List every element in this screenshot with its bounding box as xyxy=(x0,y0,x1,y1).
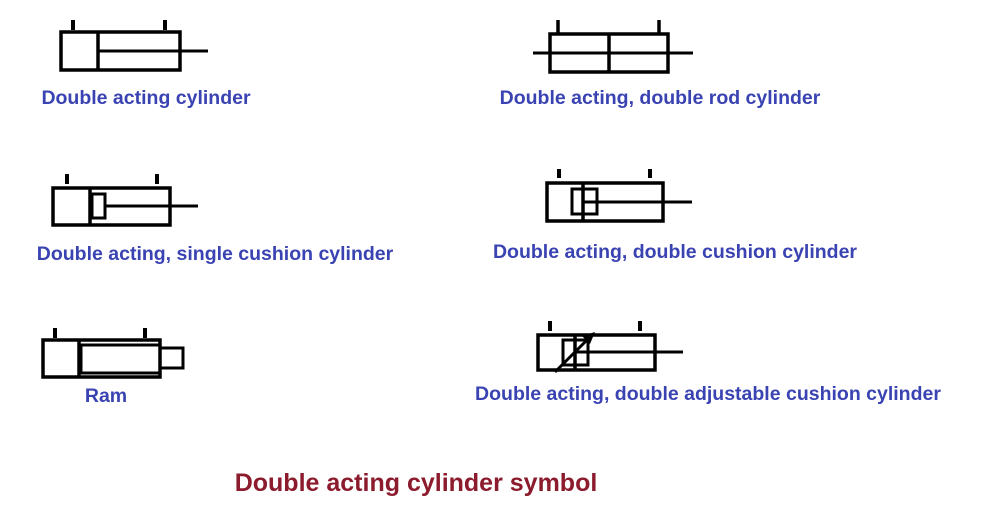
adjustability-arrow-line xyxy=(553,333,594,374)
double-acting-double-adjustable-cushion-cylinder-symbol xyxy=(536,321,683,374)
figure-label-single-cushion-cylinder: Double acting, single cushion cylinder xyxy=(36,243,394,265)
ram-plunger xyxy=(79,343,162,375)
figure-label-double-rod-cylinder: Double acting, double rod cylinder xyxy=(499,87,821,109)
figure-label-ram: Ram xyxy=(84,385,128,407)
figure-label-double-cushion-cylinder: Double acting, double cushion cylinder xyxy=(492,241,858,263)
ram-symbol xyxy=(41,328,185,379)
double-acting-single-cushion-cylinder-symbol xyxy=(51,174,198,227)
ram-rod-end xyxy=(158,346,185,370)
figure-label-adjustable-cushion-cylinder: Double acting, double adjustable cushion… xyxy=(475,383,941,405)
double-acting-double-rod-cylinder-symbol xyxy=(533,20,693,74)
double-acting-cylinder-symbol xyxy=(59,20,208,72)
diagram-title: Double acting cylinder symbol xyxy=(234,469,598,497)
double-acting-double-cushion-cylinder-symbol xyxy=(545,169,692,223)
cushion-box xyxy=(90,192,107,220)
adjustability-arrowhead xyxy=(582,332,595,344)
figure-label-double-acting-cylinder: Double acting cylinder xyxy=(41,87,251,109)
